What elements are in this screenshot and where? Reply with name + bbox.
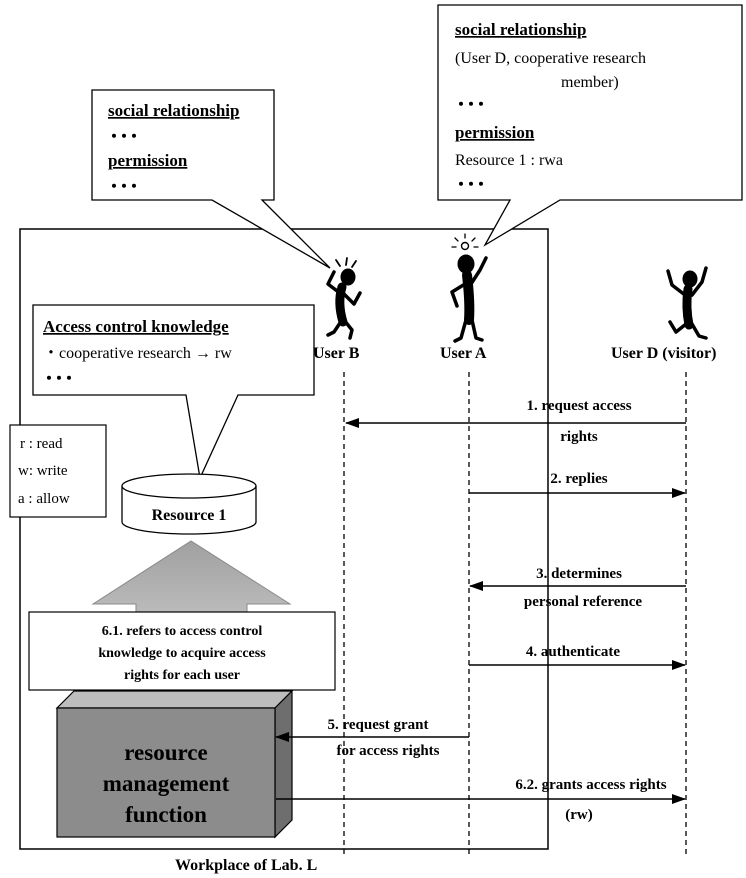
- speech-bubble-user-b: social relationship ・・・ permission ・・・: [91, 89, 331, 269]
- function-line1: resource: [124, 740, 207, 765]
- knowledge-dots: ・・・: [41, 371, 71, 388]
- message-5-line2: for access rights: [336, 743, 439, 759]
- user-b-figure: [326, 257, 362, 340]
- message-3-line2: personal reference: [524, 594, 642, 610]
- refers-line3: rights for each user: [124, 668, 240, 683]
- user-d-label: User D (visitor): [611, 345, 716, 362]
- bubble-a-dots1: ・・・: [453, 97, 483, 114]
- refers-line1: 6.1. refers to access control: [102, 624, 263, 639]
- bubble-a-permission-value: Resource 1 : rwa: [455, 152, 563, 169]
- knowledge-rule: ・cooperative research → rw: [43, 345, 232, 362]
- message-62-line2: (rw): [565, 807, 592, 823]
- user-b-label: User B: [313, 345, 360, 362]
- knowledge-heading: Access control knowledge: [43, 317, 229, 336]
- legend-w: w: write: [18, 463, 68, 479]
- refers-box: 6.1. refers to access control knowledge …: [28, 611, 336, 691]
- bubble-a-permission-heading: permission: [455, 123, 535, 142]
- user-a-figure: [450, 233, 488, 343]
- user-d-figure: [666, 266, 708, 340]
- legend-a: a : allow: [18, 491, 70, 507]
- legend-r: r : read: [20, 436, 63, 452]
- message-3-line1: 3. determines: [536, 566, 622, 582]
- workplace-label: Workplace of Lab. L: [175, 857, 317, 874]
- bubble-b-permission-heading: permission: [108, 151, 188, 170]
- legend-box: r : read w: write a : allow: [9, 424, 107, 518]
- bubble-b-dots1: ・・・: [106, 129, 136, 146]
- bubble-a-social-heading: social relationship: [455, 20, 586, 39]
- bubble-a-social-line1: (User D, cooperative research: [455, 50, 646, 67]
- knowledge-bubble: Access control knowledge ・cooperative re…: [32, 304, 315, 481]
- speech-bubble-user-a: social relationship (User D, cooperative…: [437, 4, 743, 247]
- bubble-b-dots2: ・・・: [106, 179, 136, 196]
- message-1-line2: rights: [560, 429, 598, 445]
- function-line3: function: [125, 802, 207, 827]
- message-4: 4. authenticate: [526, 644, 620, 660]
- message-5-line1: 5. request grant: [328, 717, 429, 733]
- message-2: 2. replies: [550, 471, 607, 487]
- bubble-a-social-line2: member): [561, 74, 619, 91]
- bubble-a-dots2: ・・・: [453, 177, 483, 194]
- refers-line2: knowledge to acquire access: [98, 646, 266, 661]
- message-1-line1: 1. request access: [526, 398, 631, 414]
- function-line2: management: [103, 771, 230, 796]
- bubble-b-social-heading: social relationship: [108, 101, 239, 120]
- resource-management-box: resource management function: [55, 689, 294, 839]
- resource-label: Resource 1: [152, 507, 227, 524]
- user-a-label: User A: [440, 345, 487, 362]
- message-62-line1: 6.2. grants access rights: [515, 777, 666, 793]
- resource-cylinder: Resource 1: [121, 473, 257, 535]
